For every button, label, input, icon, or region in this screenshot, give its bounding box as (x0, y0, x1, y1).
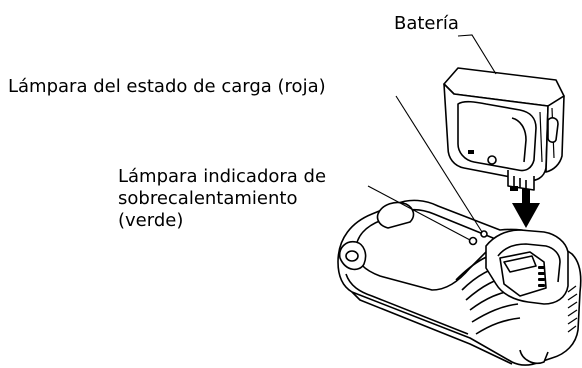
socket-terminal-slots (538, 266, 545, 287)
leader-lines (367, 34, 497, 241)
insert-arrow (512, 189, 540, 228)
overheat-lamp-label-line2: sobrecalentamiento (118, 188, 298, 209)
charger-rear-bump (376, 201, 415, 229)
charger-side-vents (567, 285, 578, 333)
leader-charge-lamp (395, 95, 483, 233)
charger-front-lip (345, 273, 469, 335)
charge-lamp-label: Lámpara del estado de carga (roja) (8, 76, 326, 97)
leader-overheat-lamp (367, 185, 471, 241)
charge-lamp (480, 230, 488, 238)
overheat-lamp-label-line1: Lámpara indicadora de (118, 166, 327, 187)
battery-label: Batería (394, 13, 459, 34)
overheat-lamp (468, 236, 478, 246)
battery-release-button (547, 117, 559, 143)
battery-pack (443, 67, 565, 191)
charger-base (337, 199, 582, 366)
overheat-lamp-label: Lámpara indicadora de sobrecalentamiento… (118, 166, 326, 232)
overheat-lamp-label-line3: (verde) (118, 210, 184, 231)
leader-battery (457, 34, 497, 75)
charger-right-foot (519, 349, 549, 365)
